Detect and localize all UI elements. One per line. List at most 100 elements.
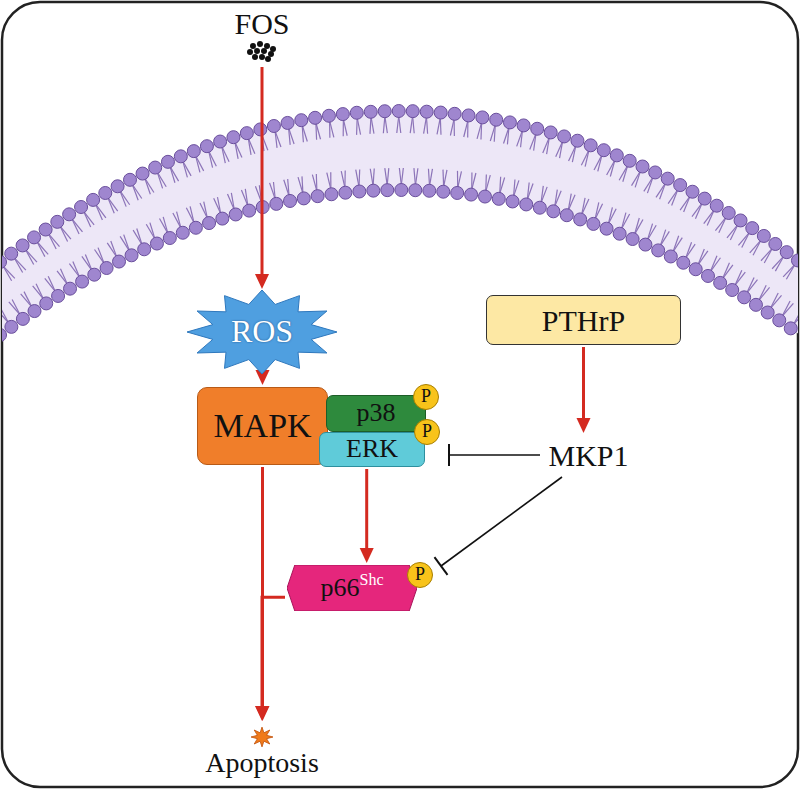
lipid-tail bbox=[72, 219, 83, 232]
lipid-tail bbox=[598, 155, 602, 172]
lipid-tail bbox=[344, 171, 346, 188]
lipid-head bbox=[462, 109, 475, 122]
particle bbox=[250, 43, 256, 49]
lipid-tail bbox=[2, 308, 9, 323]
node-label: ERK bbox=[346, 435, 398, 464]
lipid-tail bbox=[490, 125, 495, 141]
lipid-tail bbox=[547, 137, 550, 154]
lipid-tail bbox=[450, 119, 454, 136]
lipid-head bbox=[395, 184, 408, 197]
node-label: MKP1 bbox=[548, 439, 628, 472]
lipid-tail bbox=[37, 242, 48, 255]
lipid-tail bbox=[672, 189, 678, 205]
lipid-head bbox=[434, 106, 447, 119]
lipid-head bbox=[520, 198, 533, 211]
lipid-head bbox=[176, 226, 189, 239]
lipid-tail bbox=[521, 130, 523, 147]
lipid-tail bbox=[730, 225, 738, 240]
lipid-head bbox=[311, 190, 324, 203]
lipid-head bbox=[613, 227, 626, 240]
lipid-head bbox=[531, 122, 544, 135]
lipid-tail bbox=[387, 168, 389, 185]
lipid-head bbox=[710, 199, 723, 212]
lipid-tail bbox=[568, 195, 575, 211]
lipid-head bbox=[636, 160, 649, 173]
lipid-tail bbox=[464, 120, 468, 137]
stimulus-label: FOS bbox=[232, 4, 292, 65]
arrow-head bbox=[255, 706, 269, 721]
lipid-head bbox=[125, 249, 138, 262]
lipid-head bbox=[163, 232, 176, 245]
lipid-head bbox=[5, 247, 18, 260]
particle bbox=[264, 43, 270, 49]
lipid-head bbox=[503, 116, 516, 129]
lipid-tail bbox=[235, 142, 242, 158]
lipid-head bbox=[113, 255, 126, 268]
lipid-tail bbox=[312, 175, 316, 192]
kinase-box: ERKP bbox=[319, 432, 425, 467]
lipid-head bbox=[63, 208, 76, 221]
lipid-head bbox=[284, 194, 297, 207]
lipid-tail bbox=[12, 300, 20, 315]
activation-arrow bbox=[360, 469, 374, 563]
lipid-head bbox=[295, 114, 308, 127]
lipid-tail bbox=[401, 168, 403, 185]
inhibition-connector bbox=[449, 444, 540, 466]
node-content: P bbox=[421, 387, 431, 407]
lipid-tail bbox=[316, 174, 318, 191]
lipid-head bbox=[465, 188, 478, 201]
arrow-head bbox=[256, 706, 270, 721]
lipid-head bbox=[746, 222, 759, 235]
lipid-tail bbox=[454, 119, 455, 136]
arrow-head bbox=[577, 418, 591, 433]
outcome-label: Apoptosis bbox=[201, 723, 323, 782]
node-label: ROS bbox=[231, 314, 293, 349]
node-content: ERK bbox=[346, 435, 398, 464]
particle bbox=[247, 49, 253, 55]
particle bbox=[261, 48, 267, 54]
lipid-head bbox=[649, 166, 662, 179]
lipid-head bbox=[560, 209, 573, 222]
lipid-head bbox=[76, 275, 89, 288]
lipid-head bbox=[150, 237, 163, 250]
particle bbox=[257, 41, 263, 47]
lipid-tail bbox=[695, 203, 702, 219]
lipid-tail bbox=[608, 209, 616, 224]
lipid-head bbox=[734, 214, 747, 227]
lipid-tail bbox=[111, 241, 117, 257]
lipid-tail bbox=[430, 169, 433, 186]
lipid-head bbox=[161, 155, 174, 168]
lipid-tail bbox=[330, 172, 331, 189]
lipid-tail bbox=[275, 131, 281, 147]
lipid-tail bbox=[635, 220, 643, 235]
lipid-tail bbox=[621, 214, 629, 229]
node-content: P bbox=[415, 565, 425, 585]
lipid-tail bbox=[698, 251, 708, 265]
lipid-tail bbox=[770, 295, 781, 308]
lipid-head bbox=[227, 131, 240, 144]
lipid-tail bbox=[284, 180, 289, 196]
connector-line bbox=[582, 347, 585, 421]
lipid-tail bbox=[673, 238, 682, 252]
lipid-tail bbox=[157, 172, 166, 187]
lipid-head bbox=[423, 184, 436, 197]
lipid-tail bbox=[356, 170, 359, 187]
node-content: p66Shc bbox=[321, 574, 384, 603]
lipid-head bbox=[587, 217, 600, 230]
lipid-head bbox=[254, 123, 267, 136]
node-label: p38 bbox=[357, 399, 396, 428]
lipid-tail bbox=[782, 303, 793, 316]
lipid-tail bbox=[413, 116, 415, 133]
activation-arrow bbox=[255, 597, 285, 721]
lipid-tail bbox=[170, 166, 179, 181]
connector-line bbox=[449, 454, 540, 456]
lipid-head bbox=[437, 185, 450, 198]
lipid-head bbox=[506, 195, 519, 208]
lipid-head bbox=[243, 204, 256, 217]
lipid-tail bbox=[373, 169, 374, 186]
lipid-head bbox=[111, 180, 124, 193]
lipid-tail bbox=[196, 156, 204, 171]
lipid-tail bbox=[36, 284, 43, 299]
inhibition-bar bbox=[434, 557, 447, 575]
lipid-head bbox=[189, 221, 202, 234]
